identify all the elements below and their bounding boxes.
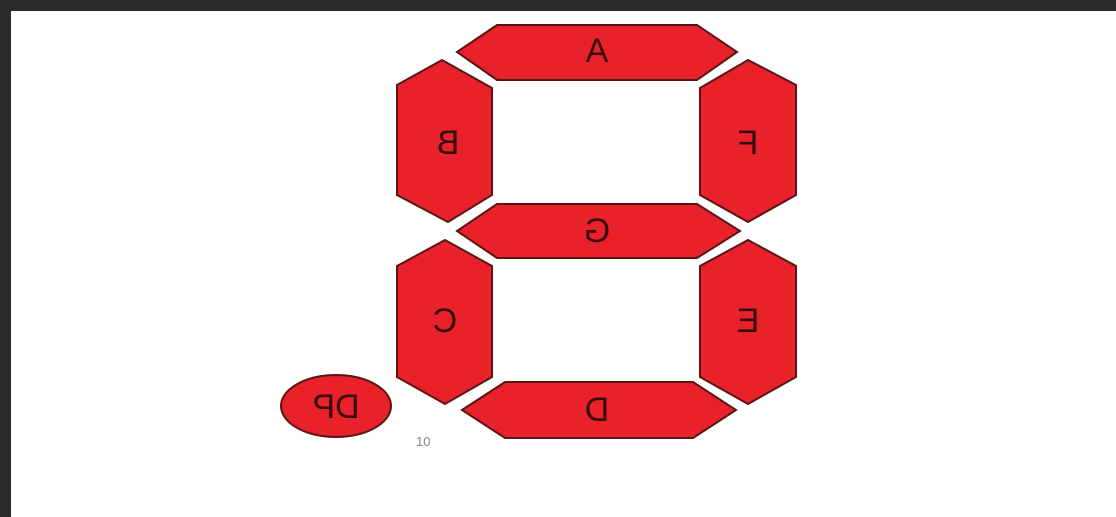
page-number: 10 (416, 434, 430, 449)
segment-e: E (700, 240, 796, 404)
segment-d: D (462, 382, 736, 438)
segment-c-label: C (433, 302, 458, 340)
segment-a: A (457, 25, 737, 80)
segment-g-label: G (584, 212, 610, 250)
segment-f-label: F (738, 124, 759, 162)
segment-e-label: E (737, 302, 760, 340)
segment-b-label: B (437, 124, 460, 162)
segment-c: C (397, 240, 492, 404)
segment-b: B (397, 60, 492, 222)
segment-d-label: D (585, 391, 610, 429)
segment-g: G (457, 204, 740, 258)
decimal-point: DP (281, 375, 391, 437)
decimal-point-label: DP (312, 388, 359, 426)
segment-f: F (700, 60, 796, 222)
segment-a-label: A (585, 32, 608, 70)
